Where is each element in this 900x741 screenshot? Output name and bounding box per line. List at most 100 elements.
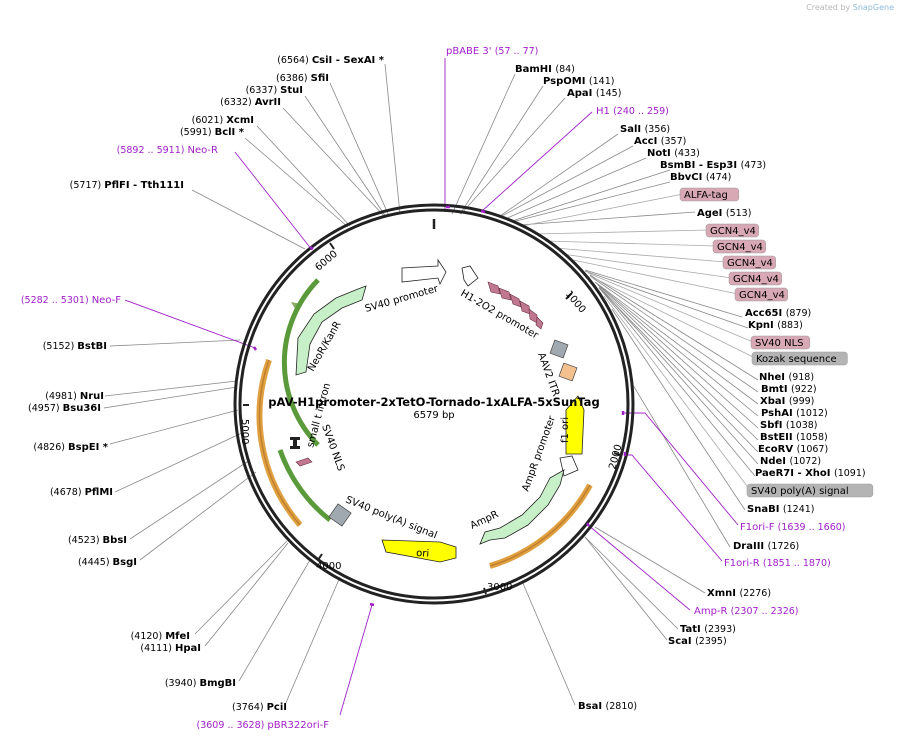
site-draiii: DraIII (1726) <box>733 541 799 552</box>
neor-kanr-arrow <box>295 285 367 376</box>
svg-text:DraIII (1726): DraIII (1726) <box>733 541 799 552</box>
label-sv40-nls: SV40 NLS <box>319 423 346 472</box>
svg-text:(6337) StuI: (6337) StuI <box>246 85 303 96</box>
svg-text:(4957) Bsu36I: (4957) Bsu36I <box>28 403 101 414</box>
tick-1000: 1000 <box>563 289 588 316</box>
site-bsmbi: BsmBI - Esp3I (473) <box>660 160 766 171</box>
site-sali: SalI (356) <box>620 124 670 135</box>
svg-text:Kozak sequence: Kozak sequence <box>756 354 837 365</box>
svg-text:(4120) MfeI: (4120) MfeI <box>131 631 190 642</box>
box-kozaksequence: Kozak sequence <box>751 351 848 366</box>
site-paer7i: PaeR7I - XhoI (1091) <box>755 468 866 479</box>
amp-orange-line <box>489 484 591 567</box>
primer-pbabe3: pBABE 3' (57 .. 77) <box>446 46 538 57</box>
svg-text:F1ori-F (1639 .. 1660): F1ori-F (1639 .. 1660) <box>740 522 846 533</box>
feature-boxes: ALFA-tagGCN4_v4GCN4_v4GCN4_v4GCN4_v4GCN4… <box>679 187 874 498</box>
site-apai: ApaI (145) <box>567 88 621 99</box>
site-noti: NotI (433) <box>647 148 700 159</box>
label-ori: ori <box>416 548 430 560</box>
primer-f1orir: F1ori-R (1851 .. 1870) <box>724 558 831 569</box>
svg-text:EcoRV (1067): EcoRV (1067) <box>758 444 828 455</box>
site-nrui: (4981) NruI <box>45 391 104 402</box>
svg-text:AccI (357): AccI (357) <box>634 136 686 147</box>
site-sfii: (6386) SfiI <box>276 73 329 84</box>
svg-text:H1 (240 .. 259): H1 (240 .. 259) <box>596 106 669 117</box>
svg-text:XmnI (2276): XmnI (2276) <box>707 588 771 599</box>
neor-green-track <box>281 278 320 447</box>
site-bspei: (4826) BspEI * <box>33 442 108 453</box>
label-ampr: AmpR <box>469 509 501 532</box>
site-bsu36i: (4957) Bsu36I <box>28 403 101 414</box>
svg-text:(5282 .. 5301) Neo-F: (5282 .. 5301) Neo-F <box>21 295 121 306</box>
site-ndei: NdeI (1072) <box>760 456 821 467</box>
site-bbsi: (4523) BbsI <box>68 535 127 546</box>
site-bstbi: (5152) BstBI <box>43 341 107 352</box>
svg-text:(3764) PciI: (3764) PciI <box>232 702 287 713</box>
svg-text:BsaI (2810): BsaI (2810) <box>578 701 637 712</box>
primer-neor: (5892 .. 5911) Neo-R <box>117 145 218 156</box>
site-hpai: (4111) HpaI <box>140 643 201 654</box>
svg-text:SV40 NLS: SV40 NLS <box>755 338 804 349</box>
site-scai: ScaI (2395) <box>668 636 727 647</box>
primer-ampr: Amp-R (2307 .. 2326) <box>694 606 799 617</box>
site-xcmi: (6021) XcmI <box>192 115 254 126</box>
label-sv40-polya: SV40 poly(A) signal <box>344 495 439 542</box>
svg-text:SbfI (1038): SbfI (1038) <box>760 420 818 431</box>
svg-text:BsmBI - Esp3I (473): BsmBI - Esp3I (473) <box>660 160 766 171</box>
svg-text:F1ori-R (1851 .. 1870): F1ori-R (1851 .. 1870) <box>724 558 831 569</box>
svg-text:NotI (433): NotI (433) <box>647 148 700 159</box>
box-sv40polyasignal: SV40 poly(A) signal <box>746 483 874 498</box>
site-snabi: SnaBI (1241) <box>747 504 815 515</box>
site-stui: (6337) StuI <box>246 85 303 96</box>
site-pcii: (3764) PciI <box>232 702 287 713</box>
box-alfatag: ALFA-tag <box>679 187 740 202</box>
aav2-itr-block <box>558 362 578 382</box>
site-pflmi: (4678) PflMI <box>50 487 113 498</box>
site-tati: TatI (2393) <box>680 624 736 635</box>
svg-text:SalI (356): SalI (356) <box>620 124 670 135</box>
primer-leaders <box>124 58 739 716</box>
primer-marks <box>252 205 627 607</box>
site-pspomi: PspOMI (141) <box>543 76 614 87</box>
neo-orange-line <box>258 359 301 526</box>
site-sbfi: SbfI (1038) <box>760 420 818 431</box>
svg-text:SV40 poly(A) signal: SV40 poly(A) signal <box>751 486 849 497</box>
site-bsteii: BstEII (1058) <box>760 432 828 443</box>
svg-text:(5717) PflFI - Tth111I: (5717) PflFI - Tth111I <box>70 180 184 191</box>
site-nhei: NheI (918) <box>759 372 814 383</box>
svg-text:BamHI (84): BamHI (84) <box>515 64 575 75</box>
site-xmni: XmnI (2276) <box>707 588 771 599</box>
svg-text:(4678) PflMI: (4678) PflMI <box>50 487 113 498</box>
ori-arrow <box>381 539 457 563</box>
svg-text:(4111) HpaI: (4111) HpaI <box>140 643 201 654</box>
site-bbvci: BbvCI (474) <box>670 172 731 183</box>
svg-text:(5152) BstBI: (5152) BstBI <box>43 341 107 352</box>
site-csii: (6564) CsiI - SexAI * <box>277 55 385 66</box>
svg-text:XbaI (999): XbaI (999) <box>760 396 814 407</box>
svg-text:AgeI (513): AgeI (513) <box>697 208 751 219</box>
plasmid-name: pAV-H1promoter-2xTetO-Tornado-1xALFA-5xS… <box>268 395 599 409</box>
sv40-nls-block <box>295 457 313 467</box>
gcn4-blocks <box>487 281 544 330</box>
ampr-promoter-arrow <box>559 455 579 477</box>
svg-text:(4981) NruI: (4981) NruI <box>45 391 104 402</box>
svg-text:GCN4_v4: GCN4_v4 <box>733 274 779 285</box>
site-acci: AccI (357) <box>634 136 686 147</box>
site-pshai: PshAI (1012) <box>761 408 828 419</box>
svg-text:(4826) BspEI *: (4826) BspEI * <box>33 442 108 453</box>
svg-text:Acc65I (879): Acc65I (879) <box>745 308 811 319</box>
box-gcn4v4: GCN4_v4 <box>705 223 759 238</box>
site-avrii: (6332) AvrII <box>220 97 281 108</box>
box-gcn4v4: GCN4_v4 <box>712 239 766 254</box>
svg-text:BstEII (1058): BstEII (1058) <box>760 432 828 443</box>
label-h1-promoter: H1-2O2 promoter <box>459 288 541 342</box>
label-f1-ori: f1 ori <box>560 417 571 443</box>
site-bcli: (5991) BclI * <box>180 127 245 138</box>
svg-text:GCN4_v4: GCN4_v4 <box>717 242 763 253</box>
svg-text:ApaI (145): ApaI (145) <box>567 88 621 99</box>
backbone-inner-ring <box>238 208 630 600</box>
kozak-block <box>549 339 569 359</box>
svg-text:ALFA-tag: ALFA-tag <box>684 190 728 201</box>
h1-promoter-arrow <box>461 265 479 287</box>
svg-text:(5991) BclI *: (5991) BclI * <box>180 127 245 138</box>
